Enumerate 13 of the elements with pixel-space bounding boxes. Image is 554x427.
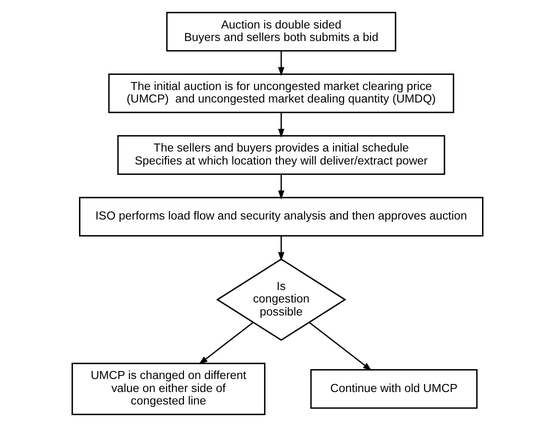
node-box: The sellers and buyers provides a initial schedule Specifies at which location they will deliver/extract power — [116, 135, 445, 175]
arrow — [308, 322, 372, 371]
arrow — [278, 50, 284, 76]
node-box: ISO performs load flow and security analysis and then approves auction — [78, 196, 483, 237]
node-box: Auction is double sided Buyers and sellers both submits a bid — [166, 12, 396, 52]
arrow — [278, 174, 284, 200]
node-box: Continue with old UMCP — [310, 369, 478, 409]
node-box: UMCP is changed on different value on either side of congested line — [71, 362, 265, 416]
arrow — [278, 112, 284, 138]
arrow — [278, 236, 284, 262]
node-diamond: Is congestion possible — [216, 258, 346, 341]
node-box: The initial auction is for uncongested market clearing price (UMCP) and uncongested market dealing quantity (UMDQ) — [108, 74, 454, 114]
arrow — [198, 322, 253, 365]
